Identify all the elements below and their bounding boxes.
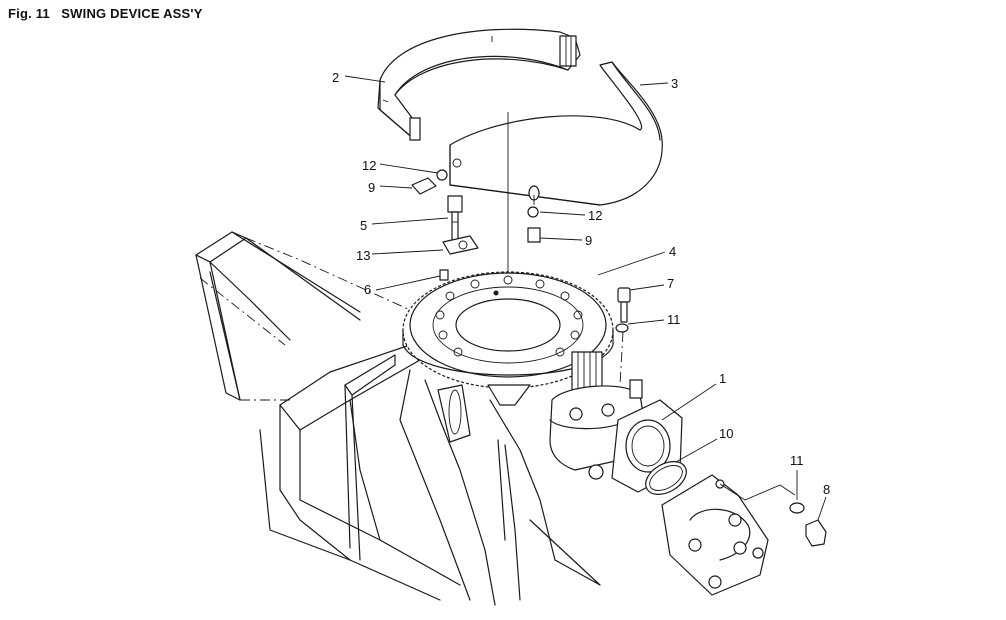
- callout-11-lower: 11: [790, 453, 804, 468]
- callout-9-lower: 9: [585, 233, 592, 248]
- callout-3: 3: [671, 76, 678, 91]
- callout-8: 8: [823, 482, 830, 497]
- bolt-9-left: [411, 169, 448, 195]
- swing-bearing: [402, 271, 614, 406]
- callout-11-upper: 11: [667, 312, 681, 327]
- washer-11-upper: [615, 323, 629, 333]
- callout-13: 13: [356, 248, 370, 263]
- plate-13: [442, 235, 479, 255]
- bolt-9-right: [527, 206, 541, 243]
- figure-title: Fig. 11 SWING DEVICE ASS'Y: [8, 6, 203, 21]
- o-ring-10: [645, 461, 687, 495]
- callout-12-lower: 12: [588, 208, 602, 223]
- callout-leaders: [344, 75, 827, 521]
- callout-4: 4: [669, 244, 676, 259]
- washer-11-lower: [789, 502, 805, 514]
- cover-2: [377, 28, 581, 141]
- callout-7: 7: [667, 276, 674, 291]
- callout-labels: 2 3 12 9 5 13 6 12 9 4 7 11 1 10 11 8: [332, 70, 830, 497]
- bolt-5: [447, 195, 463, 243]
- callout-10: 10: [719, 426, 733, 441]
- callout-12-upper: 12: [362, 158, 376, 173]
- bolt-7: [617, 287, 631, 323]
- callout-2: 2: [332, 70, 339, 85]
- callout-1: 1: [719, 371, 726, 386]
- upper-frame: [195, 231, 601, 606]
- callout-6: 6: [364, 282, 371, 297]
- callout-5: 5: [360, 218, 367, 233]
- hydraulic-motor: [661, 474, 769, 596]
- cover-3: [449, 61, 663, 206]
- callout-9-upper: 9: [368, 180, 375, 195]
- pin-6: [439, 269, 449, 281]
- swing-reducer-1: [549, 351, 683, 493]
- bearing-bolt-holes: [435, 275, 583, 357]
- bolt-8: [805, 519, 827, 547]
